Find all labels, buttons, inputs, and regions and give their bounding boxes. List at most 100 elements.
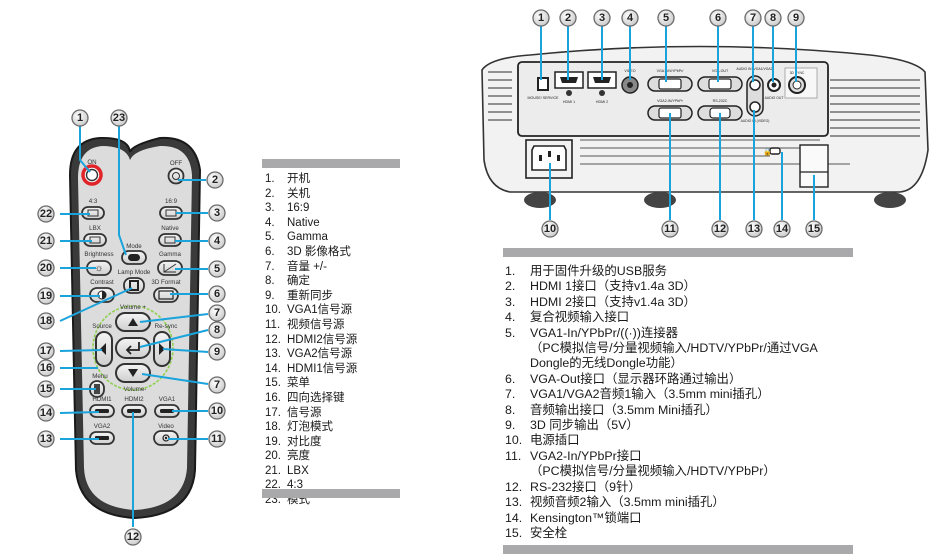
- svg-text:6: 6: [715, 12, 721, 24]
- brightness-button[interactable]: ☼ Brightness: [84, 251, 114, 276]
- legend-item: 17.信号源: [265, 406, 357, 421]
- hdmi2-button[interactable]: HDMI2: [121, 396, 147, 418]
- remote-callout-23: 23: [110, 109, 128, 127]
- svg-text:Gamma: Gamma: [159, 251, 182, 258]
- projector-callout-10: 10: [541, 220, 559, 238]
- svg-text:16:9: 16:9: [165, 198, 178, 205]
- legend-item-text: 菜单: [287, 377, 310, 390]
- legend-item-text: HDMI 2接口（支持v1.4a 3D）: [530, 294, 696, 309]
- svg-text:VGA2-IN/YPbPr: VGA2-IN/YPbPr: [657, 99, 684, 103]
- projector-callout-6: 6: [709, 9, 727, 27]
- projector-callout-9: 9: [787, 9, 805, 27]
- legend-item-text: VGA1信号源: [287, 304, 353, 317]
- legend-item: 15.安全栓: [505, 526, 818, 541]
- legend-item-number: 21.: [265, 464, 281, 477]
- source-left-button[interactable]: Source: [92, 323, 113, 367]
- projector-callout-2: 2: [559, 9, 577, 27]
- svg-text:6: 6: [214, 288, 220, 300]
- volume-down-button[interactable]: Volume-: [115, 363, 151, 393]
- legend-item: 5.Gamma: [265, 230, 357, 245]
- gamma-button[interactable]: Gamma: [157, 251, 183, 276]
- legend-item: 1.用于固件升级的USB服务: [505, 264, 818, 279]
- legend-item-number: 6.: [265, 245, 275, 258]
- svg-text:HDMI 1: HDMI 1: [563, 100, 575, 104]
- legend-item-number: 7.: [505, 387, 516, 402]
- remote-callout-12: 12: [124, 528, 142, 546]
- remote-callout-21: 21: [37, 232, 55, 250]
- remote-callout-3: 3: [208, 204, 226, 222]
- legend-item-number: 2.: [265, 187, 275, 200]
- legend-item-number: 1.: [265, 173, 275, 185]
- svg-text:RS-232C: RS-232C: [713, 99, 728, 103]
- legend-item-number: 15.: [265, 377, 281, 390]
- svg-text:3D SYNC: 3D SYNC: [790, 71, 805, 75]
- legend-item-number: 8.: [505, 402, 516, 417]
- legend-item: 14.HDMI1信号源: [265, 362, 357, 377]
- hdmi1-button[interactable]: HDMI1: [89, 396, 115, 418]
- svg-text:☼: ☼: [94, 263, 103, 274]
- projector-callout-11: 11: [661, 220, 679, 238]
- remote-callout-5: 5: [208, 260, 226, 278]
- legend-item-text: VGA-Out接口（显示器环路通过输出）: [530, 371, 742, 386]
- volume-up-button[interactable]: Volume +: [115, 304, 151, 332]
- svg-text:16: 16: [40, 362, 52, 374]
- svg-text:Source: Source: [92, 323, 112, 330]
- aspect-4-3-button[interactable]: 4:3: [81, 198, 105, 220]
- remote-callout-22: 22: [37, 205, 55, 223]
- svg-text:22: 22: [40, 208, 52, 220]
- legend-item: 12.RS-232接口（9针）: [505, 480, 818, 495]
- svg-text:14: 14: [40, 407, 53, 419]
- remote-legend-top-rule: [262, 159, 400, 168]
- legend-item-text: 开机: [287, 173, 310, 185]
- svg-text:13: 13: [748, 223, 760, 235]
- svg-text:Native: Native: [161, 225, 179, 232]
- 3d-format-button[interactable]: 3D Format: [151, 279, 181, 303]
- svg-text:2: 2: [212, 174, 218, 186]
- projector-callout-3: 3: [593, 9, 611, 27]
- legend-item-number: 12.: [505, 479, 523, 494]
- legend-item: 13.VGA2信号源: [265, 347, 357, 362]
- legend-item: 2.关机: [265, 187, 357, 202]
- svg-text:VGA1-IN/YPbPr/: VGA1-IN/YPbPr/: [657, 69, 684, 73]
- vga1-button[interactable]: VGA1: [154, 396, 180, 418]
- svg-text:AUDIO IN (VGA1/VGA2): AUDIO IN (VGA1/VGA2): [736, 67, 773, 71]
- svg-text:8: 8: [214, 324, 220, 336]
- remote-control-diagram: ON OFF 4:3 16:9 LBX Native Mode ☼ Bright…: [37, 109, 226, 546]
- native-button[interactable]: Native: [158, 225, 182, 247]
- legend-item-number: 14.: [505, 510, 523, 525]
- legend-item: 3.HDMI 2接口（支持v1.4a 3D）: [505, 295, 818, 310]
- mode-button[interactable]: Mode: [121, 243, 147, 265]
- legend-item-text: 4:3: [287, 479, 303, 492]
- svg-text:3D Format: 3D Format: [151, 279, 181, 286]
- svg-text:9: 9: [214, 346, 220, 358]
- legend-item: 8.确定: [265, 274, 357, 289]
- legend-item-number: 5.: [505, 325, 516, 340]
- svg-text:🔒: 🔒: [763, 148, 772, 156]
- svg-text:7: 7: [214, 379, 220, 391]
- legend-item-number: 20.: [265, 450, 281, 463]
- legend-item-text: 重新同步: [287, 289, 333, 302]
- legend-item: 1. 开机: [265, 172, 357, 187]
- projector-callout-8: 8: [764, 9, 782, 27]
- legend-item-number: 13.: [505, 495, 523, 510]
- legend-item-number: 19.: [265, 435, 281, 448]
- remote-leader-lines: [59, 126, 209, 527]
- legend-item-number: 3.: [265, 202, 275, 215]
- svg-text:14: 14: [776, 223, 789, 235]
- legend-item-number: 11.: [265, 318, 281, 331]
- dpad-ring: [92, 305, 174, 391]
- legend-item-number: 14.: [265, 362, 281, 375]
- remote-callout-14: 14: [37, 404, 55, 422]
- legend-item-text: VGA1/VGA2音频1输入（3.5mm mini插孔）: [530, 387, 770, 402]
- svg-text:Brightness: Brightness: [84, 251, 113, 258]
- svg-text:4:3: 4:3: [89, 198, 98, 205]
- 3d-sync-port: 3D SYNC: [784, 67, 818, 99]
- svg-text:HDMI2: HDMI2: [124, 396, 144, 403]
- svg-text:7: 7: [214, 307, 220, 319]
- legend-item-number: 16.: [265, 391, 281, 404]
- svg-text:2: 2: [565, 12, 571, 24]
- legend-item-number: 8.: [265, 275, 275, 288]
- legend-item-number: 17.: [265, 406, 281, 419]
- remote-callout-7-up: 7: [208, 304, 226, 322]
- enter-button[interactable]: [115, 337, 151, 359]
